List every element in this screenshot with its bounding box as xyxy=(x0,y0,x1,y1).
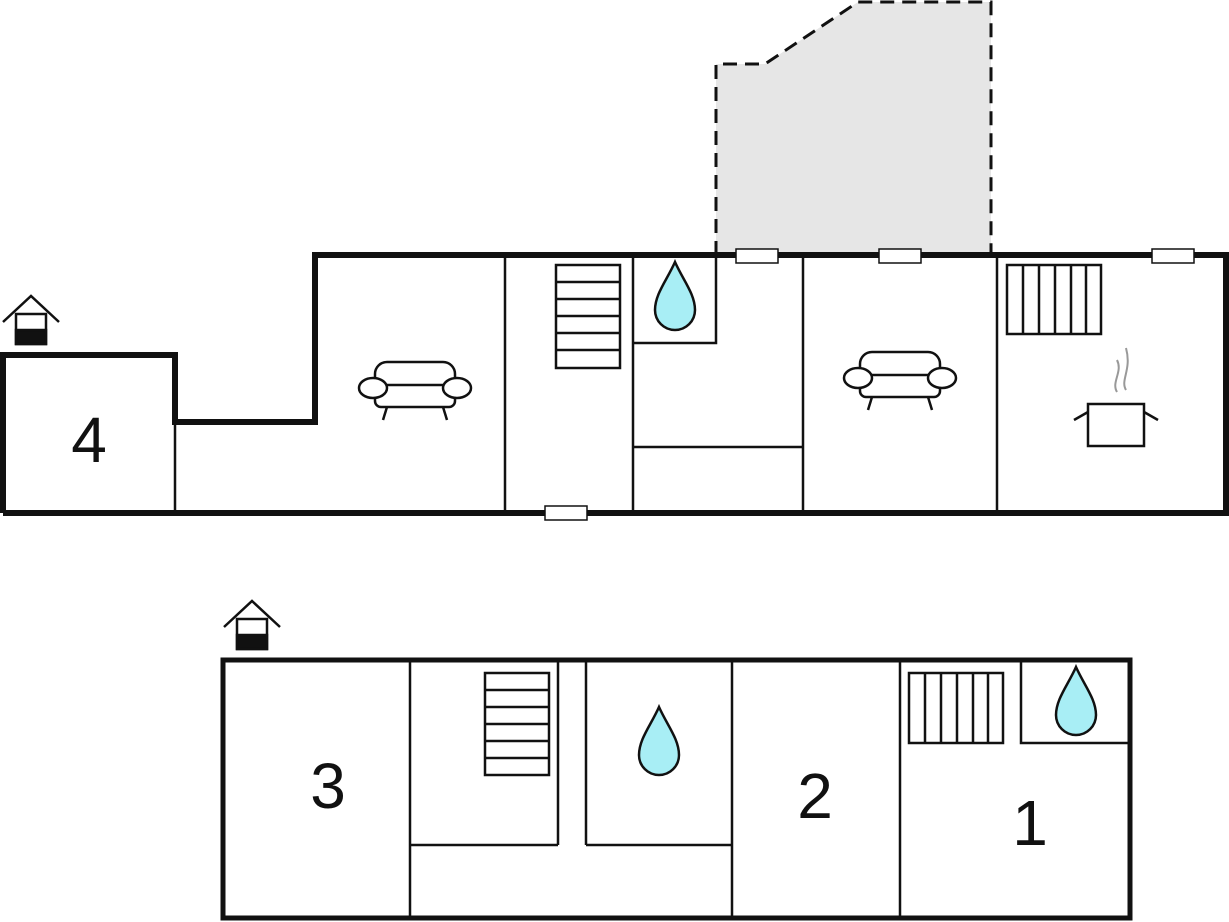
bathroom-water-drop-icon xyxy=(653,260,697,332)
stairs-icon xyxy=(483,671,551,777)
upper-floor xyxy=(0,252,1229,516)
bathroom-water-drop-icon xyxy=(1054,665,1098,737)
room-label-3: 3 xyxy=(310,750,346,822)
lower-floor xyxy=(220,657,1133,921)
room-label-2: 2 xyxy=(797,760,833,832)
heater-icon xyxy=(1005,263,1103,336)
entrance-icon xyxy=(222,599,282,651)
windows xyxy=(544,248,1195,521)
terrace-area xyxy=(714,0,993,257)
entrance-icon xyxy=(1,294,61,346)
heater-icon xyxy=(907,671,1005,745)
sofa-icon xyxy=(842,350,958,412)
room-label-1: 1 xyxy=(1012,787,1048,859)
room-label-4: 4 xyxy=(71,404,107,476)
sofa-icon xyxy=(357,360,473,422)
bathroom-water-drop-icon xyxy=(637,705,681,777)
cooking-pot-icon xyxy=(1073,347,1159,448)
stairs-icon xyxy=(554,263,622,370)
